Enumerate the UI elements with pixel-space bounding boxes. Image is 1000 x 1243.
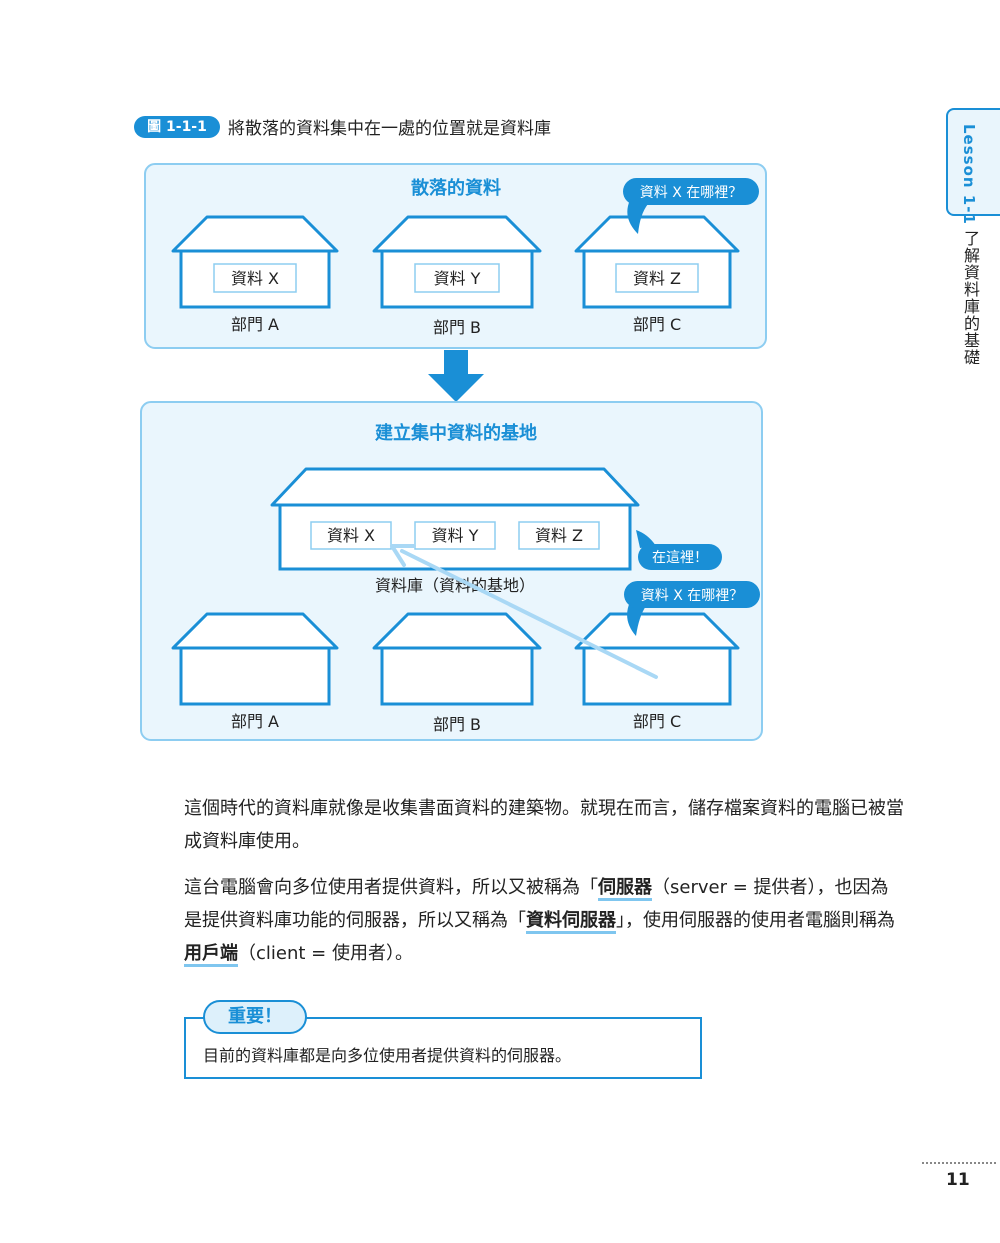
down-arrow xyxy=(428,350,484,402)
paragraph-2: 這台電腦會向多位使用者提供資料，所以又被稱為「伺服器（server = 提供者）… xyxy=(184,871,904,970)
bottom-building-c xyxy=(574,612,740,706)
bottom-dept-c: 部門 C xyxy=(633,712,681,731)
db-item-x: 資料 X xyxy=(327,526,375,545)
top-building-a-dept: 部門 A xyxy=(231,315,279,334)
paragraph-2-part-b: （server = 提供者），也因為是提供資料庫功能的伺服器，所以又稱為「 xyxy=(184,877,889,931)
top-speech-bubble xyxy=(623,178,759,234)
term-server: 伺服器 xyxy=(598,877,652,901)
bottom-bubble-text: 資料 X 在哪裡？ xyxy=(641,588,744,604)
db-item-y: 資料 Y xyxy=(432,526,479,545)
page-number-divider xyxy=(922,1162,996,1164)
bottom-building-b xyxy=(372,612,542,706)
db-item-z: 資料 Z xyxy=(535,526,583,545)
figure-number-badge: 圖 1-1-1 xyxy=(134,116,220,138)
lesson-label: Lesson 1-1 xyxy=(960,124,978,225)
top-building-c-dept: 部門 C xyxy=(633,315,681,334)
chapter-title: 了解資料庫的基礎 xyxy=(961,230,980,366)
bottom-speech-bubble xyxy=(624,581,760,636)
page-number: 11 xyxy=(946,1170,970,1190)
figure-caption: 將散落的資料集中在一處的位置就是資料庫 xyxy=(228,119,551,139)
top-building-b-dept: 部門 B xyxy=(433,318,481,337)
top-bubble-text: 資料 X 在哪裡？ xyxy=(640,185,743,201)
top-building-b-data: 資料 Y xyxy=(434,269,481,288)
database-building xyxy=(270,467,640,571)
here-bubble-text: 在這裡！ xyxy=(652,550,708,566)
paragraph-2-part-c: 」，使用伺服器的使用者電腦則稱為 xyxy=(616,910,895,931)
lookup-arrow xyxy=(390,544,658,679)
top-building-b xyxy=(372,215,542,309)
top-building-a xyxy=(171,215,339,309)
bottom-dept-a: 部門 A xyxy=(231,712,279,731)
central-base-title: 建立集中資料的基地 xyxy=(375,422,537,444)
top-building-a-data: 資料 X xyxy=(231,269,279,288)
here-speech-bubble xyxy=(636,530,722,570)
database-diagram: 散落的資料 資料 X 部門 A 資料 Y 部門 B 資料 Z 部門 C 資料 X… xyxy=(140,163,767,741)
important-text: 目前的資料庫都是向多位使用者提供資料的伺服器。 xyxy=(203,1046,572,1065)
database-label: 資料庫（資料的基地） xyxy=(375,576,535,595)
lesson-tab xyxy=(946,108,1000,216)
bottom-building-a xyxy=(171,612,339,706)
top-building-c xyxy=(574,215,740,309)
important-badge: 重要！ xyxy=(203,1000,307,1034)
paragraph-1: 這個時代的資料庫就像是收集書面資料的建築物。就現在而言，儲存檔案資料的電腦已被當… xyxy=(184,798,904,852)
term-data-server: 資料伺服器 xyxy=(526,910,616,934)
top-building-c-data: 資料 Z xyxy=(633,269,681,288)
paragraph-2-part-a: 這台電腦會向多位使用者提供資料，所以又被稱為「 xyxy=(184,877,598,898)
bottom-dept-b: 部門 B xyxy=(433,715,481,734)
scattered-data-title: 散落的資料 xyxy=(411,177,501,199)
term-client: 用戶端 xyxy=(184,943,238,967)
paragraph-2-part-d: （client = 使用者）。 xyxy=(238,943,413,964)
